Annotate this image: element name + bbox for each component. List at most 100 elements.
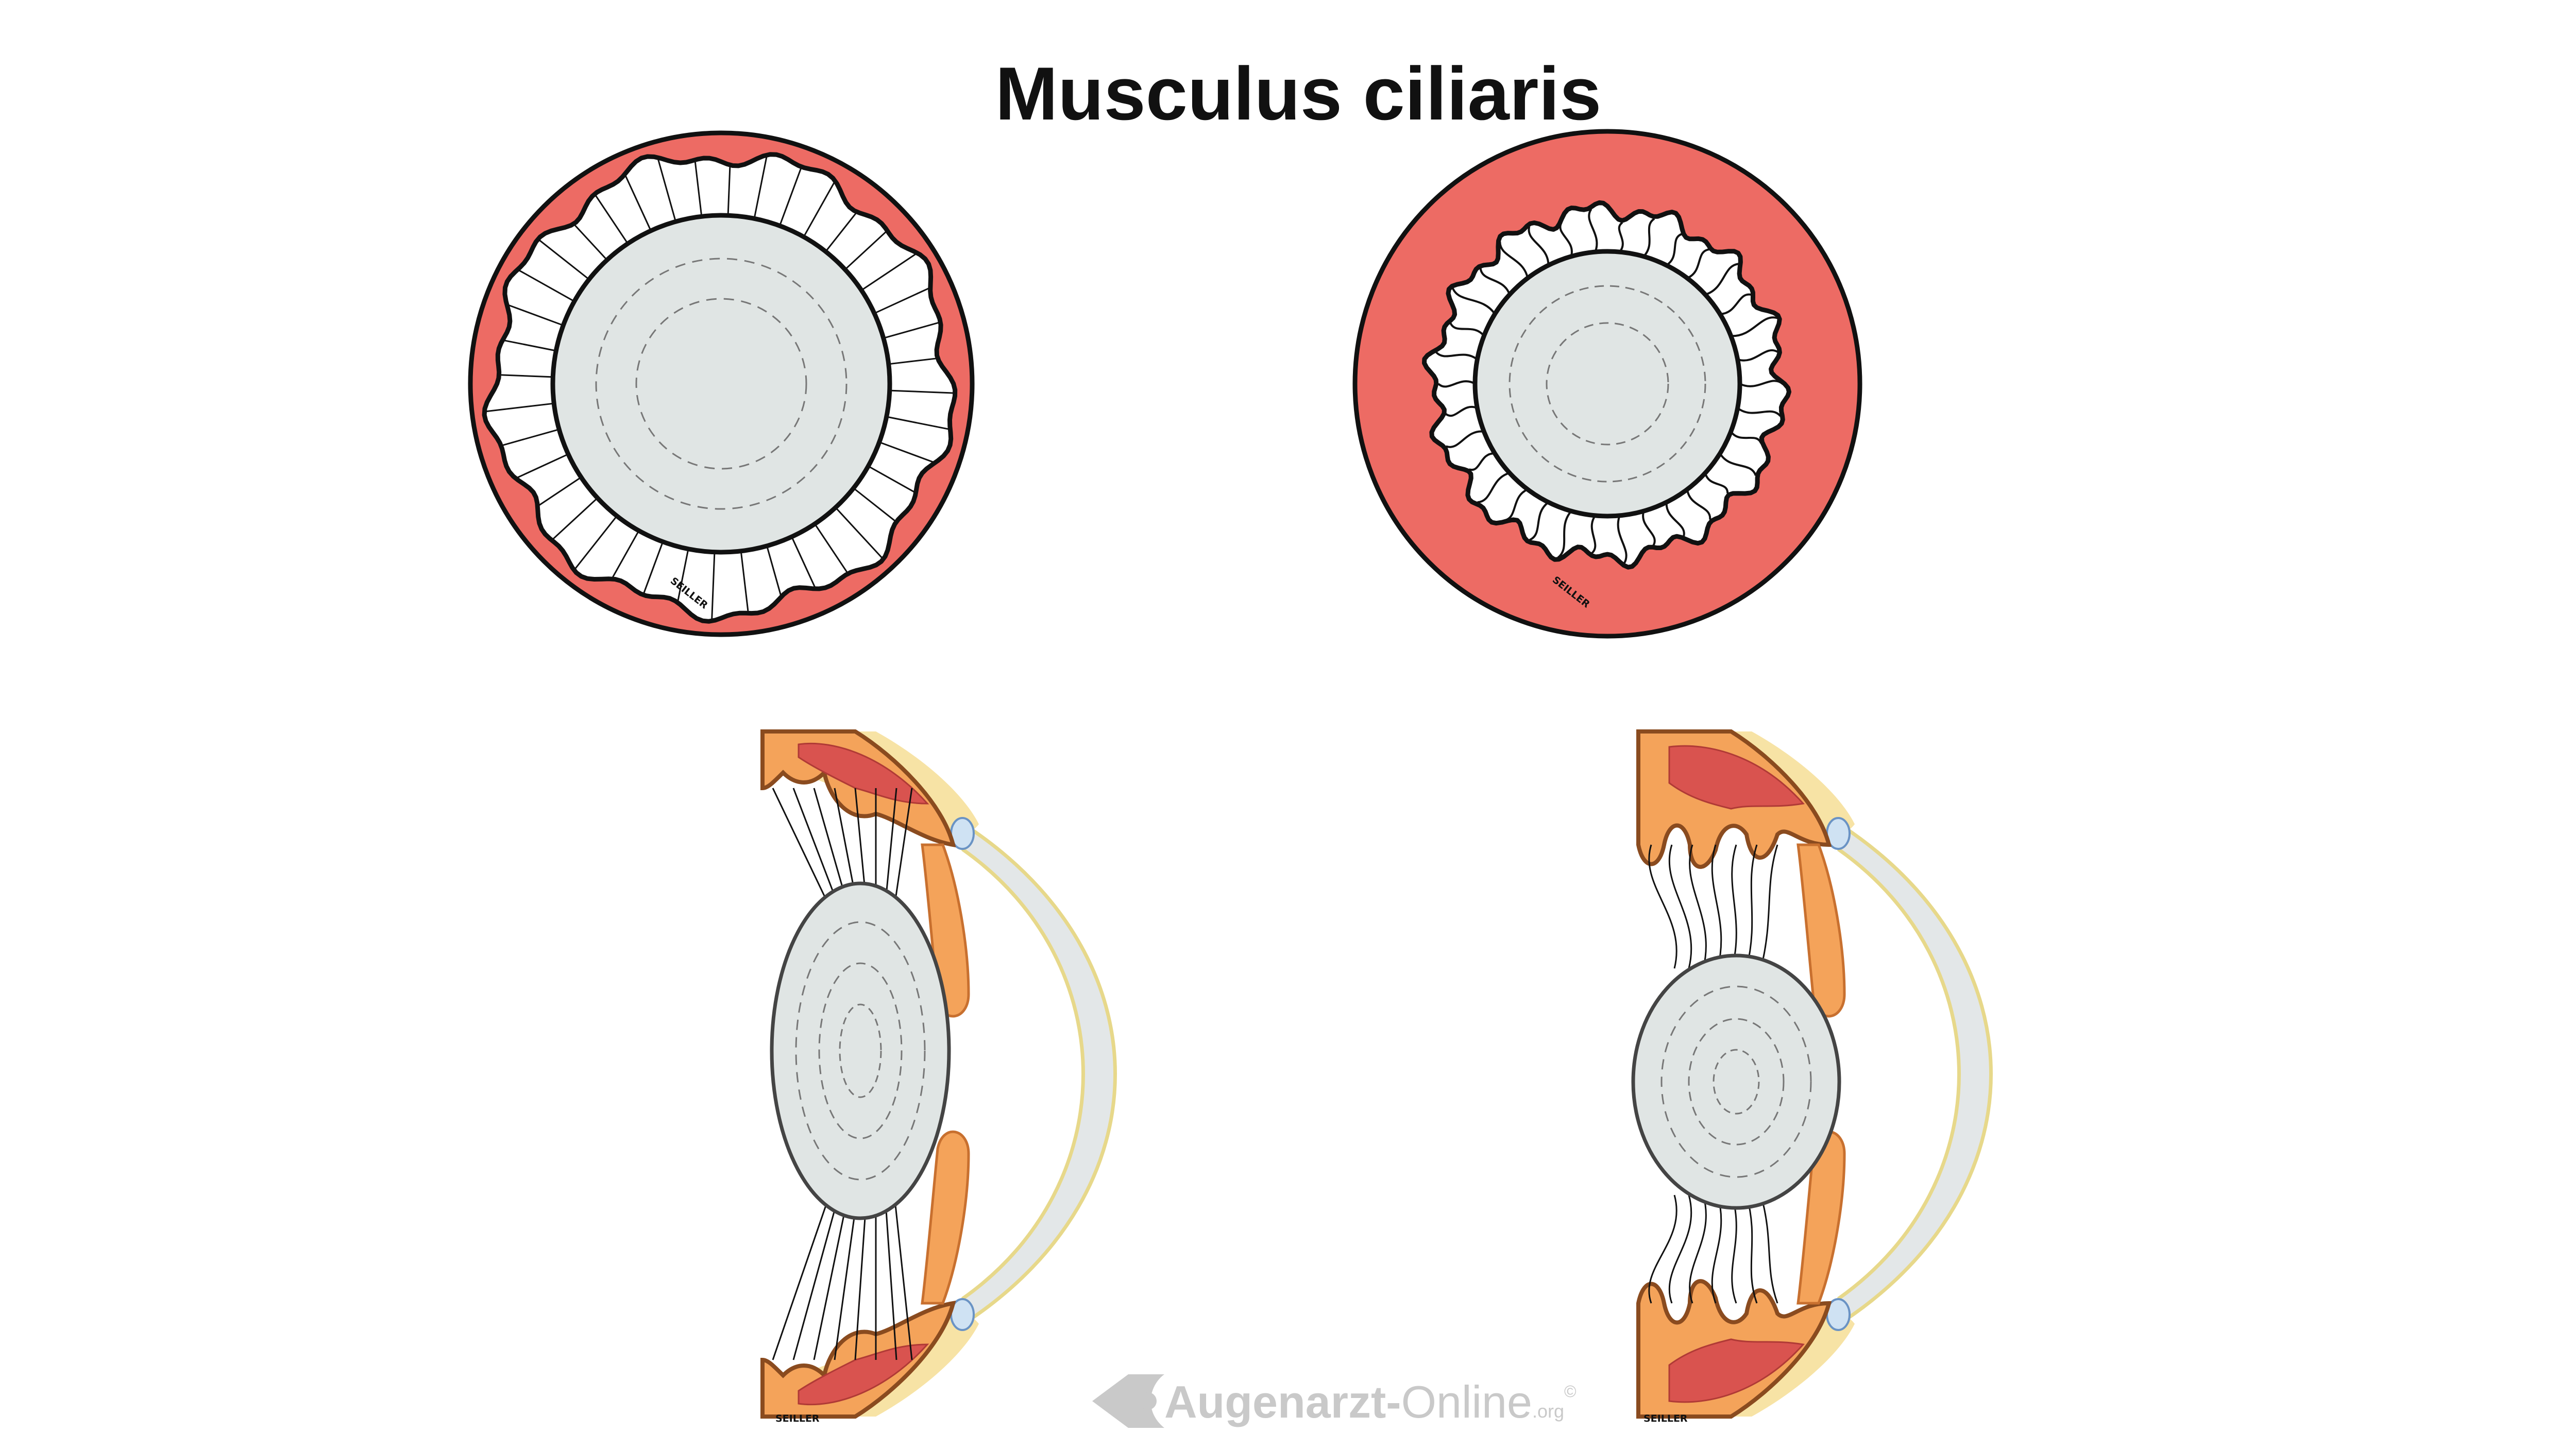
zonular-fiber bbox=[879, 441, 934, 463]
zonular-fiber bbox=[1504, 488, 1529, 522]
zonular-fiber bbox=[766, 545, 782, 595]
zonular-fiber bbox=[574, 515, 618, 569]
zonular-fiber bbox=[1648, 844, 1677, 969]
zonular-fiber bbox=[1730, 431, 1762, 444]
zonular-fiber bbox=[694, 162, 703, 217]
zonular-fiber bbox=[677, 549, 689, 601]
zonular-fiber bbox=[884, 1195, 897, 1360]
zonular-fiber bbox=[868, 465, 914, 493]
zonular-fiber bbox=[1760, 1195, 1778, 1304]
zonular-fiber bbox=[1648, 1195, 1677, 1304]
zonular-fiber bbox=[753, 157, 768, 219]
zonular-fiber bbox=[711, 552, 716, 619]
zonular-fiber bbox=[612, 530, 640, 578]
lens-ring-outer bbox=[1509, 285, 1706, 483]
zonular-fiber bbox=[1642, 510, 1656, 546]
zonular-fiber bbox=[1618, 221, 1624, 253]
zonular-fiber bbox=[1528, 226, 1550, 265]
zonular-fiber bbox=[1451, 287, 1496, 315]
iris-top bbox=[921, 843, 970, 1018]
zonular-fiber bbox=[1446, 430, 1484, 448]
watermark-copyright: © bbox=[1564, 1382, 1577, 1401]
zonular-fiber bbox=[1689, 1195, 1707, 1304]
zonular-fiber bbox=[893, 788, 913, 907]
zonular-fiber bbox=[643, 541, 664, 593]
zonular-fiber bbox=[813, 1195, 849, 1360]
zonular-fiber bbox=[1704, 472, 1729, 493]
zonular-fiber bbox=[657, 159, 676, 222]
zonular-fiber bbox=[1737, 349, 1778, 362]
zonular-fiber bbox=[1737, 407, 1782, 417]
zonular-fiber bbox=[803, 182, 835, 237]
ciliary-muscle-tissue-top bbox=[798, 742, 929, 805]
page-title: Musculus ciliaris bbox=[995, 52, 1602, 135]
zonular-fiber bbox=[1668, 1195, 1692, 1304]
zonular-fiber bbox=[1642, 217, 1655, 258]
zonular-fiber bbox=[1590, 515, 1597, 554]
lens-ring-inner bbox=[635, 298, 807, 470]
lens-front-contracted bbox=[1472, 249, 1742, 519]
iris-top bbox=[1797, 843, 1846, 1018]
zonular-fiber bbox=[1745, 1195, 1758, 1304]
watermark: Augenarzt-Online.org© bbox=[1092, 1374, 1577, 1428]
lens-section-contracted bbox=[1631, 953, 1841, 1210]
zonular-fiber bbox=[1689, 844, 1707, 969]
zonular-fiber bbox=[1559, 221, 1573, 257]
lens-nucleus-ring bbox=[1660, 985, 1812, 1178]
zonular-fiber bbox=[1719, 453, 1757, 476]
zonular-fiber bbox=[888, 357, 936, 365]
zonular-fiber bbox=[504, 339, 556, 352]
zonular-fiber bbox=[740, 551, 749, 611]
zonular-fiber bbox=[893, 1195, 913, 1360]
watermark-text: Augenarzt-Online.org© bbox=[1164, 1376, 1577, 1427]
zonular-fiber bbox=[538, 476, 582, 506]
ciliary-muscle-tissue-bottom bbox=[1668, 1338, 1805, 1403]
zonular-fiber bbox=[814, 523, 848, 573]
front-view-relaxed-panel: SEILLER bbox=[468, 130, 975, 637]
zonular-fiber bbox=[517, 453, 569, 479]
zonular-fiber bbox=[884, 788, 897, 907]
zonular-fiber bbox=[1499, 241, 1529, 279]
zonular-fiber bbox=[539, 240, 590, 280]
lens-nucleus-ring bbox=[1688, 1018, 1785, 1146]
zonular-fiber bbox=[1739, 380, 1784, 387]
zonular-fiber bbox=[1711, 1195, 1722, 1304]
zonular-fiber bbox=[791, 536, 816, 588]
zonular-fiber bbox=[1731, 1195, 1737, 1304]
zonular-fiber bbox=[1705, 263, 1739, 296]
lens-nucleus-ring bbox=[818, 962, 903, 1139]
zonular-fiber bbox=[825, 213, 857, 252]
zonular-fiber bbox=[778, 168, 802, 226]
zonular-fiber bbox=[854, 1195, 868, 1360]
zonular-fiber bbox=[1665, 502, 1685, 537]
lens-nucleus-ring bbox=[1713, 1049, 1760, 1115]
eye-logo-pupil-icon bbox=[1139, 1392, 1157, 1410]
zonular-fiber bbox=[886, 416, 948, 430]
zonular-fiber bbox=[486, 402, 554, 413]
cornea bbox=[961, 824, 1117, 1324]
zonular-fiber bbox=[844, 231, 887, 270]
zonular-fiber bbox=[501, 374, 553, 378]
zonular-fiber bbox=[727, 167, 731, 216]
artist-signature: SEILLER bbox=[1643, 1413, 1688, 1424]
lens-nucleus-ring bbox=[839, 1003, 882, 1098]
zonular-fiber bbox=[1668, 844, 1692, 969]
zonular-fiber bbox=[1557, 510, 1572, 559]
zonular-fiber bbox=[595, 195, 629, 244]
watermark-brand-regular: Online bbox=[1401, 1376, 1532, 1427]
watermark-brand-bold: Augenarzt- bbox=[1164, 1376, 1401, 1427]
zonular-fiber bbox=[1617, 515, 1628, 565]
zonular-fiber bbox=[834, 1195, 858, 1360]
zonular-fiber bbox=[1686, 489, 1711, 520]
zonular-fiber bbox=[1720, 293, 1752, 315]
zonular-fiber bbox=[889, 389, 954, 394]
zonular-fiber bbox=[853, 487, 895, 521]
lens-front-relaxed bbox=[550, 213, 892, 555]
front-view-contracted-panel: SEILLER bbox=[1352, 129, 1862, 639]
zonular-fiber bbox=[792, 1195, 840, 1360]
zonular-fiber bbox=[1529, 501, 1549, 541]
lens-section-relaxed bbox=[770, 881, 951, 1220]
zonular-fiber bbox=[1666, 233, 1683, 266]
zonular-fiber bbox=[1435, 351, 1478, 361]
zonular-fiber bbox=[883, 321, 939, 339]
